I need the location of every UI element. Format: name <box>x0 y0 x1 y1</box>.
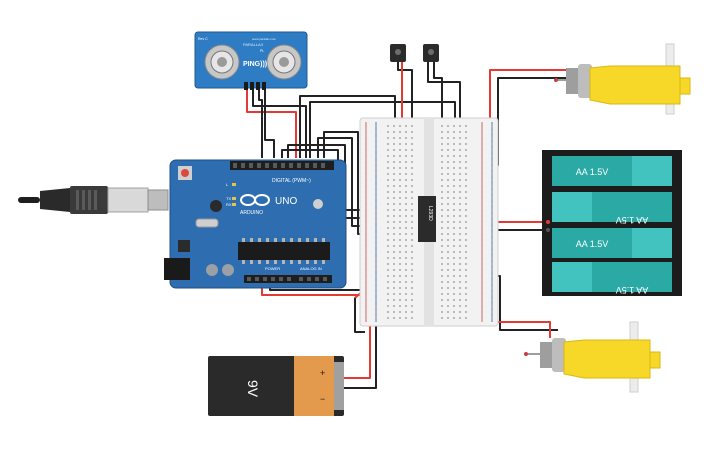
cell-1-label: AA 1.5V <box>576 167 609 177</box>
led-label-rx: RX <box>226 202 232 207</box>
ultrasonic-transducer-right <box>266 44 302 80</box>
breadboard-holes <box>365 125 493 319</box>
arduino-brand: ARDUINO <box>240 210 263 216</box>
usb-cable-icon[interactable] <box>18 186 169 214</box>
wire-ultrasonic-gnd <box>252 90 307 158</box>
cell-2-label: AA 1.5V <box>616 215 649 225</box>
digital-header-label: DIGITAL (PWM~) <box>272 178 311 184</box>
cell-3-label: AA 1.5V <box>576 239 609 249</box>
led-label-tx: TX <box>226 196 231 201</box>
ultrasonic-sensor[interactable]: PING))) PARALLAX www.parallax.com Rev C … <box>194 31 308 90</box>
ultrasonic-model: PING))) <box>243 61 267 68</box>
arduino-uno-board[interactable]: DIGITAL (PWM~) UNO ARDUINO L TX RX <box>164 159 347 289</box>
ultrasonic-transducer-left <box>204 44 240 80</box>
chip-label: L293D <box>427 206 433 221</box>
arduino-logo-icon <box>240 194 270 206</box>
ultrasonic-label-left: Rev C <box>198 37 208 41</box>
wire-ultrasonic-echo <box>264 90 275 158</box>
led-label-l: L <box>226 182 229 187</box>
wire-ultrasonic-vcc <box>246 90 297 158</box>
battery-9v[interactable]: 9V + − <box>208 356 344 416</box>
ultrasonic-url: www.parallax.com <box>252 37 277 41</box>
arduino-model: UNO <box>275 196 297 207</box>
wire-ultrasonic-trig <box>258 90 263 158</box>
analog-label: ANALOG IN <box>300 266 322 271</box>
ultrasonic-label-right: PL <box>260 49 264 53</box>
battery-9v-plus: + <box>320 368 325 378</box>
l293d-driver-chip[interactable]: L293D <box>418 196 436 242</box>
sensor-left[interactable] <box>390 44 406 62</box>
dc-motor-bottom[interactable] <box>524 321 661 393</box>
battery-pack[interactable]: AA 1.5V AA 1.5V AA 1.5V AA 1.5V <box>542 150 682 296</box>
battery-9v-minus: − <box>320 394 325 404</box>
cell-4-label: AA 1.5V <box>616 285 649 295</box>
dc-motor-top[interactable] <box>554 43 691 115</box>
sensor-right[interactable] <box>423 44 439 62</box>
ultrasonic-brand: PARALLAX <box>243 42 264 47</box>
battery-9v-label: 9V <box>245 380 261 398</box>
power-label: POWER <box>265 266 280 271</box>
